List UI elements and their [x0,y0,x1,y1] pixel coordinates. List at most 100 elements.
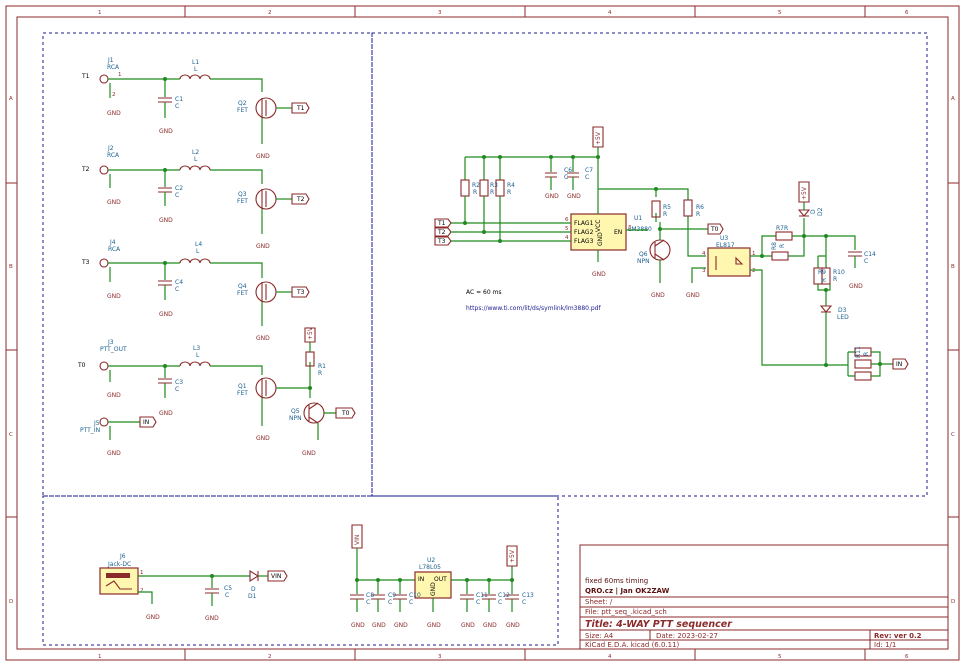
svg-text:R2: R2 [472,182,480,189]
channel-t3: T3 J4 RCA GND L4 L C4 C GND Q4 FET T3 GN… [81,239,310,342]
svg-text:L: L [194,156,198,163]
svg-text:RCA: RCA [108,246,121,253]
row-label: C [951,432,955,438]
power-input-j6: J6 Jack-DC 12 GND C5 C GND D D1 VIN [99,553,288,622]
svg-text:C5: C5 [224,585,232,592]
ptt-in-connector: J5 PTT_IN IN GND [80,416,157,457]
c1-ref: C1 [175,96,183,103]
svg-text:T1: T1 [296,105,305,112]
svg-text:R: R [490,189,494,196]
svg-text:2: 2 [112,92,116,98]
svg-text:GND: GND [159,128,173,135]
svg-text:1: 1 [118,72,122,78]
svg-text:PTT_IN: PTT_IN [80,427,100,434]
svg-text:R: R [863,352,870,356]
svg-text:R: R [821,278,828,282]
svg-text:NPN: NPN [637,258,650,265]
tb-date: Date: 2023-02-27 [656,632,718,640]
svg-text:GND: GND [146,614,160,621]
tb-tool: KiCad E.D.A. kicad (6.0.11) [585,641,680,649]
svg-text:C4: C4 [175,279,183,286]
col-label: 4 [608,654,612,660]
note-url[interactable]: https://www.ti.com/lit/ds/symlink/lm3880… [466,305,601,312]
svg-text:FET: FET [237,198,248,205]
svg-text:+5V: +5V [307,326,314,340]
row-label: D [9,599,13,605]
svg-text:3: 3 [702,268,706,274]
svg-text:C: C [476,599,480,606]
tb-sheet: Sheet: / [585,598,613,606]
row-label: A [9,96,13,102]
svg-text:GND: GND [394,622,408,629]
gnd-label: GND [107,110,121,117]
tb-company: QRO.cz | Jan OK2ZAW [585,587,670,596]
j1-ref: J1 [107,57,114,64]
svg-text:GND: GND [430,582,437,596]
svg-text:GND: GND [686,292,700,299]
svg-text:C14: C14 [864,251,876,258]
svg-text:EN: EN [614,229,622,236]
svg-text:FLAG2: FLAG2 [574,229,594,236]
svg-text:GND: GND [256,435,270,442]
svg-text:IN: IN [896,361,902,368]
svg-text:GND: GND [545,193,559,200]
svg-text:1: 1 [140,570,144,576]
svg-text:4: 4 [565,235,569,241]
section-sequencer [371,32,928,497]
frame-row-labels: A B C D A B C D [9,96,955,605]
net-label-t0: T0 [77,362,86,369]
svg-text:GND: GND [351,622,365,629]
svg-text:C: C [366,599,370,606]
svg-text:PTT_OUT: PTT_OUT [100,346,127,353]
svg-text:C11: C11 [476,592,488,599]
svg-text:D2: D2 [817,207,824,216]
l1-val: L [194,66,198,73]
svg-text:GND: GND [483,622,497,629]
svg-text:2: 2 [752,268,756,274]
svg-text:R: R [784,225,788,232]
svg-text:T1: T1 [437,220,446,227]
channel-t0: T0 J3 PTT_OUT GND L3 L C3 C GND Q1 FET R… [77,326,356,457]
net-label-t1: T1 [81,73,90,80]
svg-text:T2: T2 [296,196,305,203]
svg-text:NPN: NPN [289,415,302,422]
col-label: 1 [98,654,102,660]
frame-column-labels: 1 2 3 4 5 6 1 2 3 4 5 6 [98,10,909,660]
channel-t2: T2 J2 RCA GND L2 L C2 C GND Q3 FET T2 GN… [81,145,310,250]
regulator-u2: VIN IN OUT GND U2 L78L05 GND +5V C8C C9C… [350,524,534,629]
title-block: fixed 60ms timing QRO.cz | Jan OK2ZAW Sh… [579,544,949,650]
svg-text:EL817: EL817 [716,242,735,249]
svg-text:U3: U3 [720,235,728,242]
optocoupler-u3: U3 EL817 43 12 GND [686,235,848,366]
svg-text:C13: C13 [522,592,534,599]
svg-text:C9: C9 [388,592,396,599]
col-label: 6 [905,10,909,16]
svg-text:GND: GND [256,335,270,342]
svg-text:GND: GND [107,392,121,399]
svg-text:+5V: +5V [509,549,516,563]
svg-text:1: 1 [752,251,756,257]
svg-text:D: D [810,209,817,214]
svg-text:C3: C3 [175,379,183,386]
svg-text:VIN: VIN [354,535,361,545]
svg-text:GND: GND [159,410,173,417]
svg-text:FET: FET [237,290,248,297]
tb-title: Title: 4-WAY PTT sequencer [585,619,733,630]
l1-ref: L1 [192,59,199,66]
svg-text:C6: C6 [564,167,572,174]
svg-text:Q3: Q3 [238,191,247,198]
q2-val: FET [237,107,248,114]
rca-connector-j1 [99,74,109,84]
svg-text:C: C [175,192,179,199]
svg-text:GND: GND [107,199,121,206]
svg-text:T3: T3 [296,289,305,296]
svg-text:R6: R6 [696,204,704,211]
svg-text:GND: GND [205,615,219,622]
c1-val: C [175,103,179,110]
svg-text:L78L05: L78L05 [419,564,441,571]
row-label: D [951,599,955,605]
tb-id: Id: 1/1 [874,641,896,649]
svg-text:VCC: VCC [595,220,602,232]
row-label: C [9,432,13,438]
